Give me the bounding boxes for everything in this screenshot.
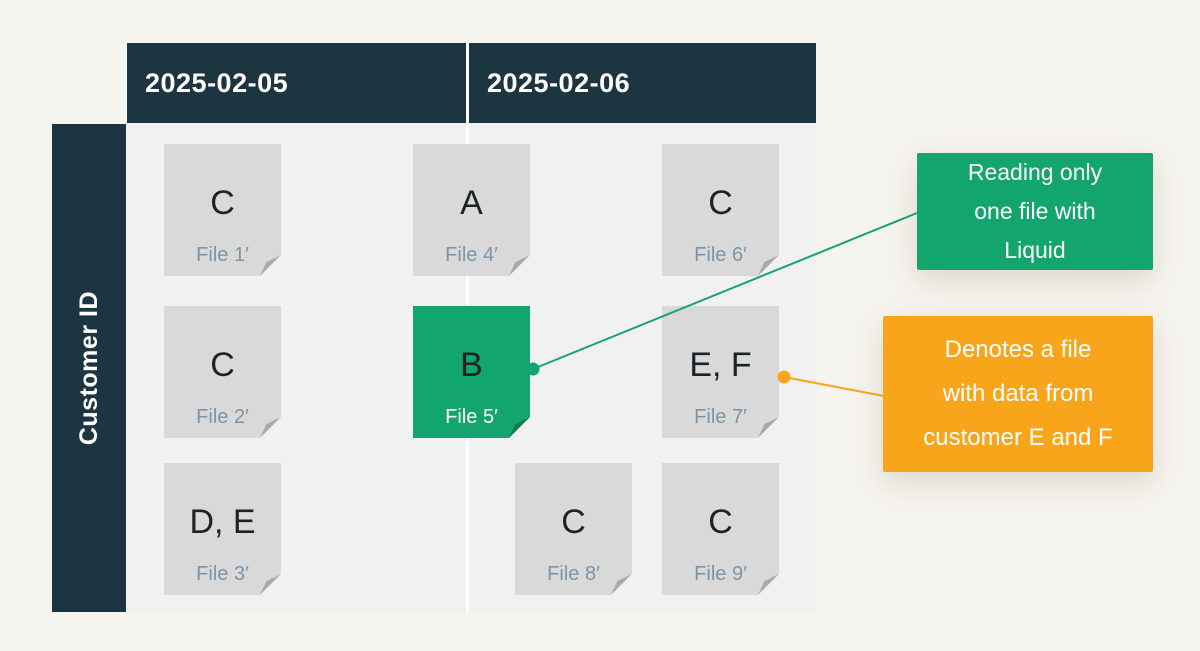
file-customer-letters: C xyxy=(210,346,235,384)
file-name-label: File 6′ xyxy=(694,244,747,266)
column-header-date-1: 2025-02-05 xyxy=(127,43,466,123)
column-header-label: 2025-02-06 xyxy=(487,67,631,98)
file-name-label: File 5′ xyxy=(445,406,498,428)
file-customer-letters: C xyxy=(561,503,586,541)
file-card-4: A File 4′ xyxy=(413,144,530,276)
file-card-1: C File 1′ xyxy=(164,144,281,276)
file-customer-letters: A xyxy=(460,184,483,222)
file-card-8: C File 8′ xyxy=(515,463,632,595)
file-customer-letters: C xyxy=(708,503,733,541)
file-name-label: File 7′ xyxy=(694,406,747,428)
file-name-label: File 1′ xyxy=(196,244,249,266)
row-header-customer-id: Customer ID xyxy=(52,124,126,612)
file-name-label: File 2′ xyxy=(196,406,249,428)
callout-denotes-file: Denotes a file with data from customer E… xyxy=(883,316,1153,472)
file-name-label: File 8′ xyxy=(547,563,600,585)
file-card-5-highlighted: B File 5′ xyxy=(413,306,530,438)
file-customer-letters: E, F xyxy=(689,346,752,384)
row-header-label: Customer ID xyxy=(74,290,103,446)
file-customer-letters: C xyxy=(210,184,235,222)
file-customer-letters: C xyxy=(708,184,733,222)
file-name-label: File 9′ xyxy=(694,563,747,585)
file-card-6: C File 6′ xyxy=(662,144,779,276)
file-card-3: D, E File 3′ xyxy=(164,463,281,595)
file-customer-letters: D, E xyxy=(189,503,256,541)
callout-reading-one-file: Reading only one file with Liquid xyxy=(917,153,1153,270)
file-name-label: File 3′ xyxy=(196,563,249,585)
file-card-9: C File 9′ xyxy=(662,463,779,595)
file-card-2: C File 2′ xyxy=(164,306,281,438)
file-name-label: File 4′ xyxy=(445,244,498,266)
column-header-date-2: 2025-02-06 xyxy=(469,43,816,123)
file-card-7: E, F File 7′ xyxy=(662,306,779,438)
file-customer-letters: B xyxy=(460,346,483,384)
column-header-label: 2025-02-05 xyxy=(145,67,289,98)
